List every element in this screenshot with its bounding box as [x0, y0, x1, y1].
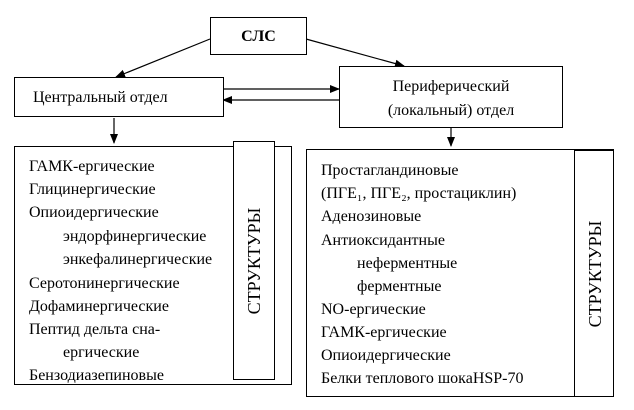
central-node: Центральный отдел [14, 77, 224, 117]
list-item: Пептид дельта сна- [29, 321, 161, 338]
list-item: Опиоидергические [321, 347, 451, 364]
central-label: Центральный отдел [33, 89, 168, 106]
list-item: Дофаминергические [29, 298, 169, 315]
list-item: Глицинергические [29, 181, 156, 198]
list-item: Белки теплового шокаHSP-70 [321, 370, 524, 387]
root-node: СЛС [210, 17, 307, 55]
left-structures-label-box: СТРУКТУРЫ [233, 141, 275, 380]
left-structures-box: ГАМК-ергические Глицинергические Опиоиде… [14, 141, 292, 385]
list-item: неферментные [357, 255, 458, 272]
right-structures-label: СТРУКТУРЫ [585, 220, 605, 328]
list-item: NO-ергические [321, 301, 426, 318]
list-item: Опиоидергические [29, 204, 159, 221]
list-item: ферментные [357, 278, 442, 295]
list-item: эндорфинергические [63, 228, 207, 245]
right-structures-label-box: СТРУКТУРЫ [574, 150, 614, 397]
root-label: СЛС [241, 28, 276, 45]
list-item: (ПГЕ₁, ПГЕ₂, простациклин) [321, 185, 517, 202]
arrow-root-to-peripheral [305, 38, 405, 68]
list-item: Серотонинергические [29, 275, 180, 292]
list-item: ГАМК-ергические [29, 158, 155, 175]
peripheral-label-line1: Периферический [392, 78, 510, 95]
right-structures-box: Простагландиновые (ПГЕ₁, ПГЕ₂, простацик… [306, 149, 614, 397]
peripheral-node: Периферический (локальный) отдел [339, 66, 563, 128]
list-item: ГАМК-ергические [321, 324, 447, 341]
list-item: энкефалинергические [63, 251, 213, 268]
peripheral-label-line2: (локальный) отдел [387, 102, 515, 119]
list-item: Аденозиновые [321, 208, 422, 225]
left-structures-label: СТРУКТУРЫ [244, 207, 264, 315]
arrow-root-to-central [115, 38, 211, 78]
list-item: Простагландиновые [321, 162, 459, 179]
list-item: Бензодиазепиновые [29, 367, 164, 384]
list-item: Антиоксидантные [321, 232, 445, 249]
list-item: ергические [63, 344, 140, 361]
